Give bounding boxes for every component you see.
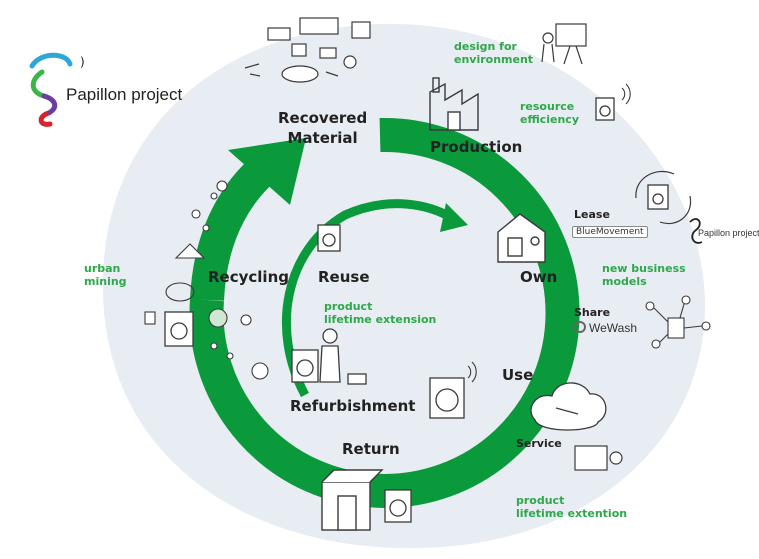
- recovered-material-pile: [244, 17, 371, 83]
- papillon-mini-logo-icon: [689, 218, 703, 244]
- factory-icon: [429, 77, 479, 131]
- papillon-mini-logo-text: Papillon project: [698, 228, 759, 238]
- note-design-line1: design for: [454, 40, 517, 53]
- stage-refurbishment: Refurbishment: [290, 397, 416, 415]
- note-outer-ext-line2: lifetime extention: [516, 507, 628, 520]
- note-design-for-environment: design for environment: [454, 40, 533, 66]
- note-resource-line2: efficiency: [520, 113, 580, 126]
- home-icon: [497, 213, 546, 263]
- logo-mark-paren: ): [80, 55, 85, 69]
- wewash-logo: WeWash: [574, 321, 637, 335]
- stage-own: Own: [520, 268, 558, 286]
- stage-recovered-material: Recovered Material: [278, 108, 367, 148]
- note-urban-mining: urban mining: [84, 262, 127, 288]
- wifi-icon: [467, 83, 631, 383]
- stage-production: Production: [430, 138, 523, 156]
- note-urban-line1: urban: [84, 262, 121, 275]
- presenter-easel-icon: [541, 23, 587, 65]
- stage-recovered-line2: Material: [287, 129, 358, 147]
- service-lease: Lease: [574, 208, 610, 221]
- wewash-name: WeWash: [589, 321, 638, 335]
- inner-reuse-arrow: [281, 199, 468, 398]
- stage-reuse: Reuse: [318, 268, 370, 286]
- papillon-logo-name: Papillon project: [66, 85, 183, 104]
- stage-return: Return: [342, 440, 400, 458]
- stage-recovered-line1: Recovered: [278, 109, 368, 127]
- app-screen-icon: [574, 445, 623, 471]
- outer-cycle-arrow: [189, 117, 580, 508]
- technician-figure: [319, 328, 367, 385]
- service-share: Share: [574, 306, 611, 319]
- note-new-business-models: new business models: [602, 262, 686, 288]
- return-box-icon: [321, 469, 384, 531]
- papillon-swirl-icon: [29, 52, 73, 127]
- stage-recycling: Recycling: [208, 268, 289, 286]
- wewash-ring-icon: [574, 321, 586, 333]
- bluemovement-badge: BlueMovement: [572, 226, 648, 238]
- note-new-models-line2: models: [602, 275, 647, 288]
- lease-cycle-icon: [635, 170, 692, 225]
- note-design-line2: environment: [454, 53, 534, 66]
- note-urban-line2: mining: [84, 275, 127, 288]
- note-outer-lifetime-extention: product lifetime extention: [516, 494, 627, 520]
- note-new-models-line1: new business: [602, 262, 686, 275]
- service-cloud-icon: [530, 382, 607, 431]
- stage-use: Use: [502, 366, 534, 384]
- note-resource-efficiency: resource efficiency: [520, 100, 579, 126]
- note-outer-ext-line1: product: [516, 494, 565, 507]
- service-service: Service: [516, 437, 562, 450]
- note-inner-lifetime-extension: product lifetime extension: [324, 300, 436, 326]
- washer-icon: [164, 97, 669, 523]
- share-network-icon: [645, 295, 711, 349]
- recycling-debris: [144, 180, 269, 380]
- note-inner-ext-line2: lifetime extension: [324, 313, 437, 326]
- note-inner-ext-line1: product: [324, 300, 373, 313]
- note-resource-line1: resource: [520, 100, 575, 113]
